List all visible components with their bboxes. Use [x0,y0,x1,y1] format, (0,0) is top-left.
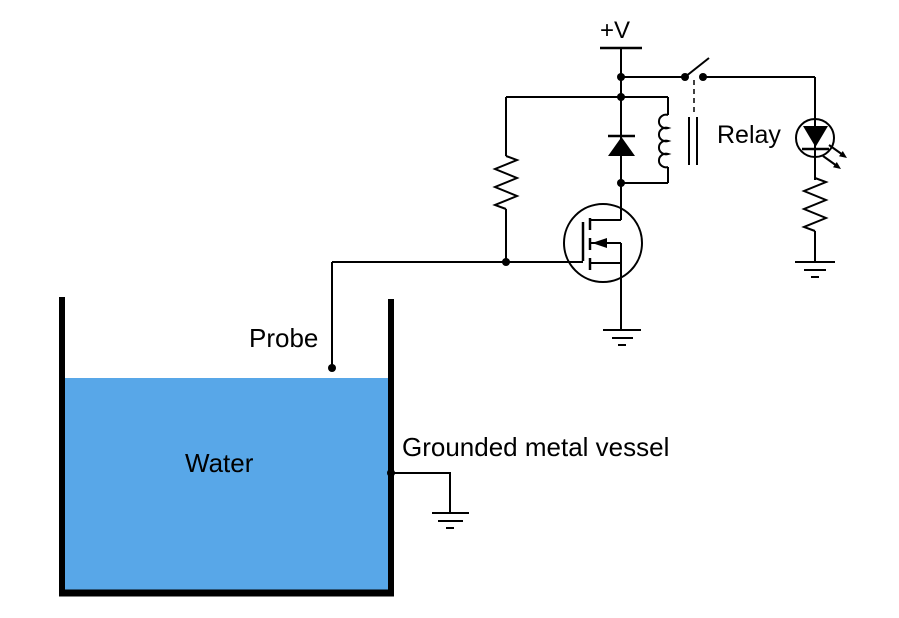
relay-iron-core [688,80,698,165]
flyback-diode [608,134,635,156]
resistor-zigzag [492,155,520,210]
water-fill [65,378,388,590]
probe-wire [328,262,336,372]
probe-tip [328,364,336,372]
led-branch [795,77,847,278]
diode-triangle [608,137,635,156]
mosfet-arrow [592,238,607,248]
ground-icon [795,261,835,278]
ground-icon [432,512,469,529]
switch-arm [684,57,710,78]
probe-label: Probe [249,323,319,353]
grounded-vessel-label: Grounded metal vessel [402,432,670,462]
resistor-zigzag [801,177,829,232]
vessel-ground [391,472,469,529]
relay-contact-switch [621,57,815,81]
led-circle [795,118,835,158]
junction-dots [387,73,625,477]
supply-voltage-label: +V [600,17,631,44]
n-channel-mosfet [563,203,643,330]
relay-label: Relay [717,121,781,149]
led-icon [795,118,847,169]
switch-contact-right [699,73,707,81]
gate-resistor [492,97,520,262]
switch-contact-left [681,73,689,81]
ground-icon [603,329,641,346]
led-resistor [801,177,829,262]
schematic-lines [59,46,847,597]
water-vessel [59,297,394,597]
water-label: Water [185,448,254,478]
led-triangle [803,126,828,147]
led-light-arrows [822,144,847,169]
relay-coil [622,97,672,184]
coil-loops [657,113,672,169]
mosfet-circle [563,203,643,283]
vessel-ground-wire [391,472,451,513]
